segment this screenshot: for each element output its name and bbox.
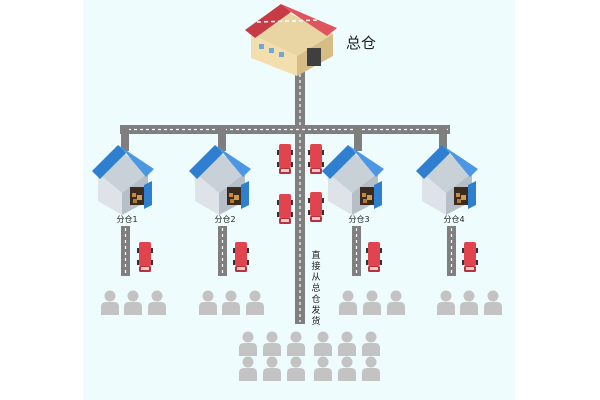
truck-trunk-left-2 xyxy=(277,194,293,224)
truck-trunk-right-1 xyxy=(308,144,324,174)
branch-warehouse-3 xyxy=(322,145,384,215)
direct-route-text: 直接从总仓发货 xyxy=(311,249,320,327)
branch-label-3: 分仓3 xyxy=(348,214,369,224)
customer-group-4 xyxy=(437,290,502,315)
truck-trunk-right-2 xyxy=(308,192,324,222)
customer-group-direct xyxy=(239,331,380,381)
customer-group-1 xyxy=(101,290,166,315)
customer-group-2 xyxy=(199,290,264,315)
customer-group-3 xyxy=(339,290,405,315)
truck-branch-2 xyxy=(233,242,249,272)
branch-label-2: 分仓2 xyxy=(214,214,235,224)
branch-warehouse-1 xyxy=(92,145,154,215)
truck-trunk-left-1 xyxy=(277,144,293,174)
direct-route-label: 直接从总仓发货 xyxy=(311,249,320,327)
main-warehouse xyxy=(245,4,337,76)
road-network xyxy=(120,66,456,324)
branch-label-4: 分仓4 xyxy=(443,214,464,224)
branch-label-1: 分仓1 xyxy=(116,214,137,224)
main-warehouse-label: 总仓 xyxy=(346,34,376,52)
branch-warehouse-4 xyxy=(416,145,478,215)
truck-branch-3 xyxy=(366,242,382,272)
branch-warehouse-2 xyxy=(189,145,251,215)
truck-branch-1 xyxy=(137,242,153,272)
truck-branch-4 xyxy=(462,242,478,272)
